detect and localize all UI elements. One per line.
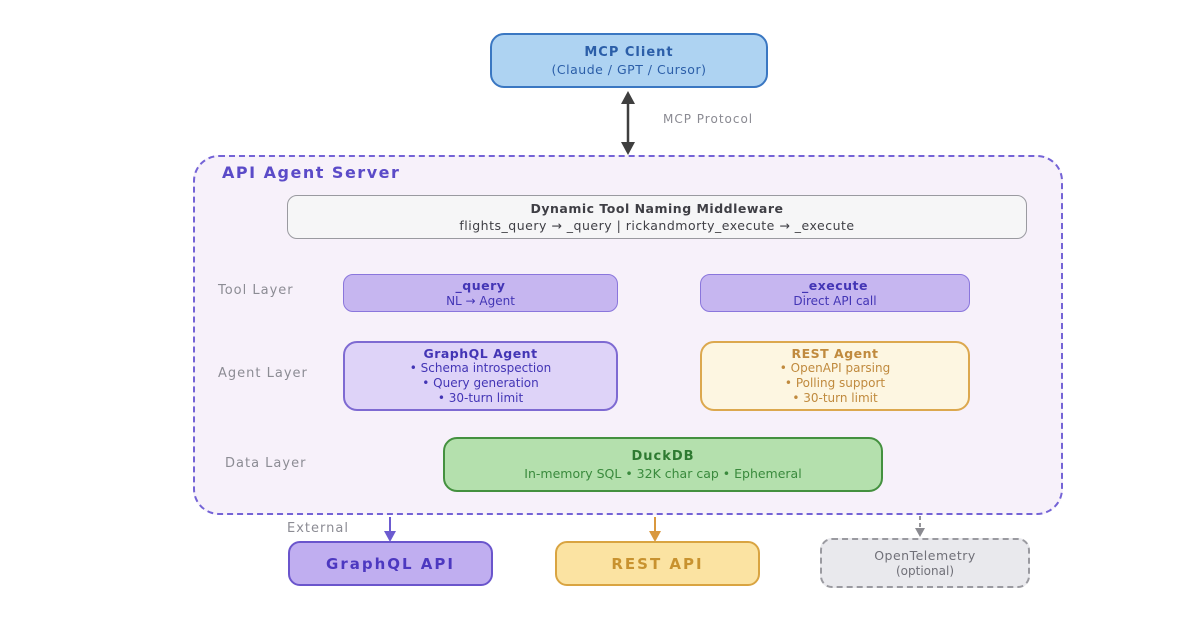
graphql-agent-bullet: • Schema introspection [409,361,552,375]
opentelemetry-label: OpenTelemetry [874,548,976,563]
middleware-box: Dynamic Tool Naming Middleware flights_q… [287,195,1027,239]
mcp-protocol-label: MCP Protocol [663,112,754,126]
data-layer-label: Data Layer [225,456,307,471]
mcp-protocol-arrow [621,91,635,155]
rest-agent-title: REST Agent [791,346,879,361]
agent-layer-label: Agent Layer [218,366,308,381]
graphql-agent-bullet: • Query generation [422,376,539,390]
rest-api-box: REST API [555,541,760,586]
external-label: External [287,521,349,536]
graphql-agent-bullet: • 30-turn limit [437,391,524,405]
graphql-agent-box: GraphQL Agent • Schema introspection • Q… [343,341,618,411]
rest-agent-box: REST Agent • OpenAPI parsing • Polling s… [700,341,970,411]
rest-agent-bullet: • 30-turn limit [792,391,878,405]
middleware-title: Dynamic Tool Naming Middleware [530,201,784,216]
execute-tool-box: _execute Direct API call [700,274,970,312]
query-tool-box: _query NL → Agent [343,274,618,312]
tool-layer-label: Tool Layer [218,283,294,298]
mcp-client-subtitle: (Claude / GPT / Cursor) [551,61,707,77]
rest-api-label: REST API [611,554,704,573]
to-graphql-api-arrow [384,517,396,542]
query-tool-subtitle: NL → Agent [446,294,515,308]
to-rest-api-arrow [649,517,661,542]
duckdb-box: DuckDB In-memory SQL • 32K char cap • Ep… [443,437,883,492]
execute-tool-subtitle: Direct API call [793,294,877,308]
execute-tool-title: _execute [801,278,869,293]
middleware-mapping: flights_query → _query | rickandmorty_ex… [459,218,855,233]
rest-agent-bullet: • OpenAPI parsing [779,361,891,375]
graphql-api-box: GraphQL API [288,541,493,586]
duckdb-subtitle: In-memory SQL • 32K char cap • Ephemeral [524,465,802,481]
mcp-client-box: MCP Client (Claude / GPT / Cursor) [490,33,768,88]
to-otel-arrow [915,516,925,537]
mcp-client-title: MCP Client [584,44,674,60]
graphql-api-label: GraphQL API [326,554,455,573]
rest-agent-bullet: • Polling support [784,376,886,390]
duckdb-title: DuckDB [631,448,695,464]
opentelemetry-box: OpenTelemetry (optional) [820,538,1030,588]
graphql-agent-title: GraphQL Agent [423,346,538,361]
opentelemetry-sublabel: (optional) [896,564,954,578]
server-title: API Agent Server [222,163,401,182]
query-tool-title: _query [455,278,506,293]
